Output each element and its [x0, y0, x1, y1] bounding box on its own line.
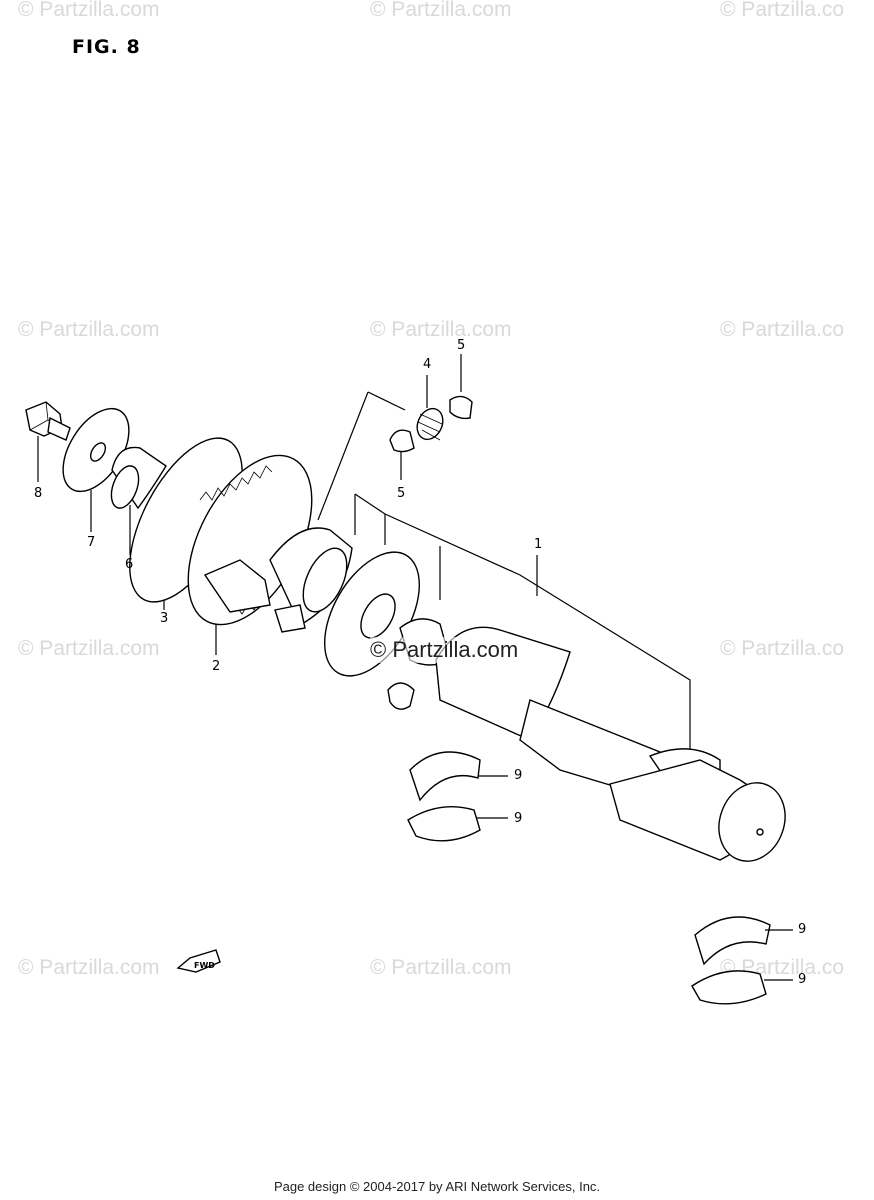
watermark: © Partzilla.co — [720, 0, 845, 21]
footer-copyright: Page design © 2004-2017 by ARI Network S… — [273, 1179, 601, 1194]
spacer-collar — [269, 527, 353, 633]
callout-9-d: 9 — [798, 972, 807, 987]
callout-5-upper: 5 — [457, 338, 466, 353]
callout-2: 2 — [212, 659, 221, 674]
callout-7: 7 — [87, 535, 96, 550]
watermark-center: © Partzilla.com — [370, 637, 519, 663]
cap-part-5-lower — [389, 429, 415, 453]
cap-part-5-upper — [449, 395, 473, 420]
callout-9-b: 9 — [514, 811, 523, 826]
figure-title: FIG. 8 — [72, 36, 141, 58]
bearing-part-9-lower-pair — [691, 916, 771, 1005]
watermark: © Partzilla.co — [720, 318, 845, 341]
watermark: © Partzilla.co — [720, 637, 845, 660]
watermark: © Partzilla.com — [18, 0, 160, 21]
watermark: © Partzilla.com — [370, 0, 512, 21]
fwd-arrow-icon — [176, 949, 221, 973]
bolt-part-8 — [25, 401, 71, 441]
leader-lines — [37, 354, 691, 828]
spring-part-4 — [416, 407, 444, 441]
callout-6: 6 — [125, 557, 134, 572]
callout-9-c: 9 — [798, 922, 807, 937]
bushing-part-6 — [110, 446, 167, 510]
callout-1: 1 — [534, 537, 543, 552]
woodruff-key — [387, 682, 415, 710]
callout-5-lower: 5 — [397, 486, 406, 501]
watermark: © Partzilla.com — [370, 318, 512, 341]
leader-lines-9 — [476, 775, 793, 981]
watermark: © Partzilla.com — [18, 637, 160, 660]
callout-8: 8 — [34, 486, 43, 501]
watermark: © Partzilla.com — [18, 318, 160, 341]
callout-4: 4 — [423, 357, 432, 372]
watermark: © Partzilla.com — [18, 956, 160, 979]
fwd-label: FWD — [194, 961, 215, 970]
callout-9-a: 9 — [514, 768, 523, 783]
callout-3: 3 — [160, 611, 169, 626]
bearing-part-9-upper-pair — [407, 751, 481, 842]
watermark: © Partzilla.com — [370, 956, 512, 979]
